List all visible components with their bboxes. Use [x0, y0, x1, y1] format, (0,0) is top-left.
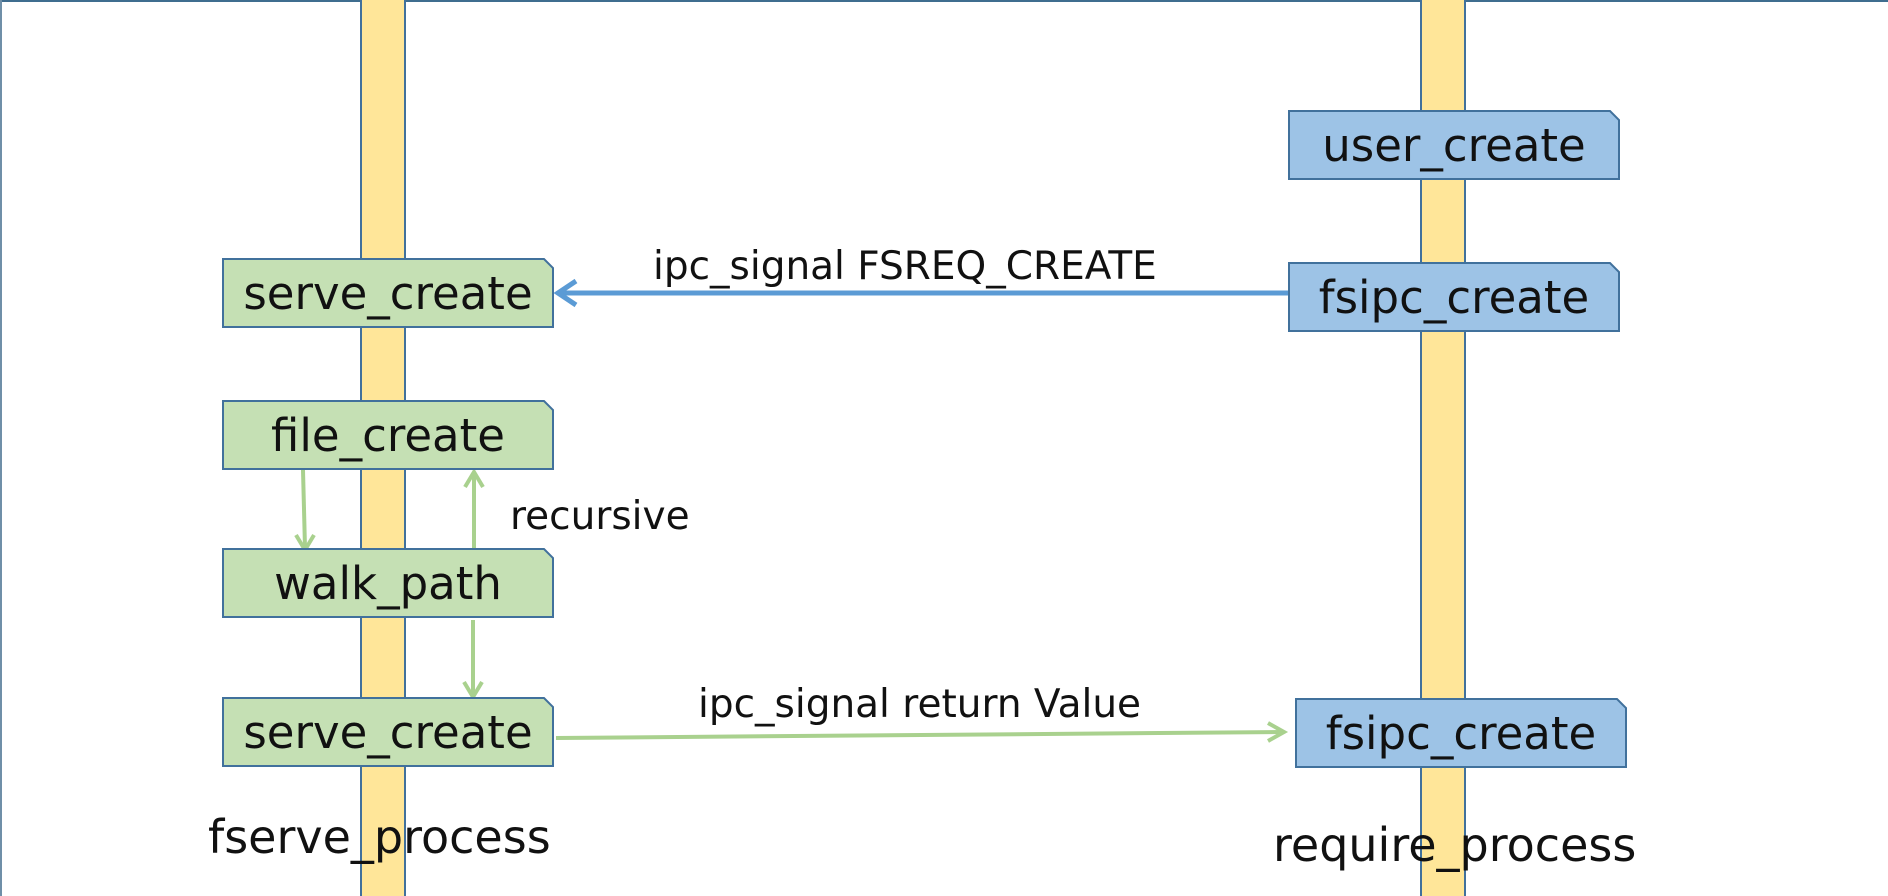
recursive-arrow-head	[463, 468, 485, 489]
serve-create-request-box: serve_create	[222, 258, 554, 328]
fsipc-create-return-box: fsipc_create	[1295, 698, 1627, 768]
user-create-box: user_create	[1288, 110, 1620, 180]
user-create-box-shape	[1288, 110, 1620, 180]
request-arrow-head	[553, 278, 578, 308]
walk-path-label: walk_path	[274, 556, 502, 610]
frame-left-border	[0, 0, 2, 896]
serve-create-return-box-shape	[222, 697, 554, 767]
request-message-label: ipc_signal FSREQ_CREATE	[653, 244, 1157, 289]
fsipc-create-return-box-shape	[1295, 698, 1627, 768]
recursive-label: recursive	[510, 494, 690, 539]
serve-create-return-box: serve_create	[222, 697, 554, 767]
fsipc-create-request-box: fsipc_create	[1288, 262, 1620, 332]
fsipc-create-request-label: fsipc_create	[1318, 270, 1590, 324]
file-create-box: file_create	[222, 400, 554, 470]
serve-create-return-label: serve_create	[243, 705, 533, 759]
return-arrow-head	[1267, 721, 1289, 743]
serve-create-request-box-shape	[222, 258, 554, 328]
user-create-label: user_create	[1322, 118, 1586, 172]
file-create-label: file_create	[271, 408, 505, 462]
walk-path-box-shape	[222, 548, 554, 618]
fserve-process-label: fserve_process	[208, 810, 551, 864]
return-message-label: ipc_signal return Value	[698, 682, 1142, 727]
walk-path-box: walk_path	[222, 548, 554, 618]
return-arrow	[555, 730, 1283, 740]
fsipc-create-request-box-shape	[1288, 262, 1620, 332]
serve-create-request-label: serve_create	[243, 266, 533, 320]
file-create-box-shape	[222, 400, 554, 470]
fsipc-create-return-label: fsipc_create	[1325, 706, 1597, 760]
call-walk-path-arrow	[301, 469, 307, 549]
require-process-label: require_process	[1273, 818, 1637, 872]
frame-top-border	[0, 0, 1888, 2]
